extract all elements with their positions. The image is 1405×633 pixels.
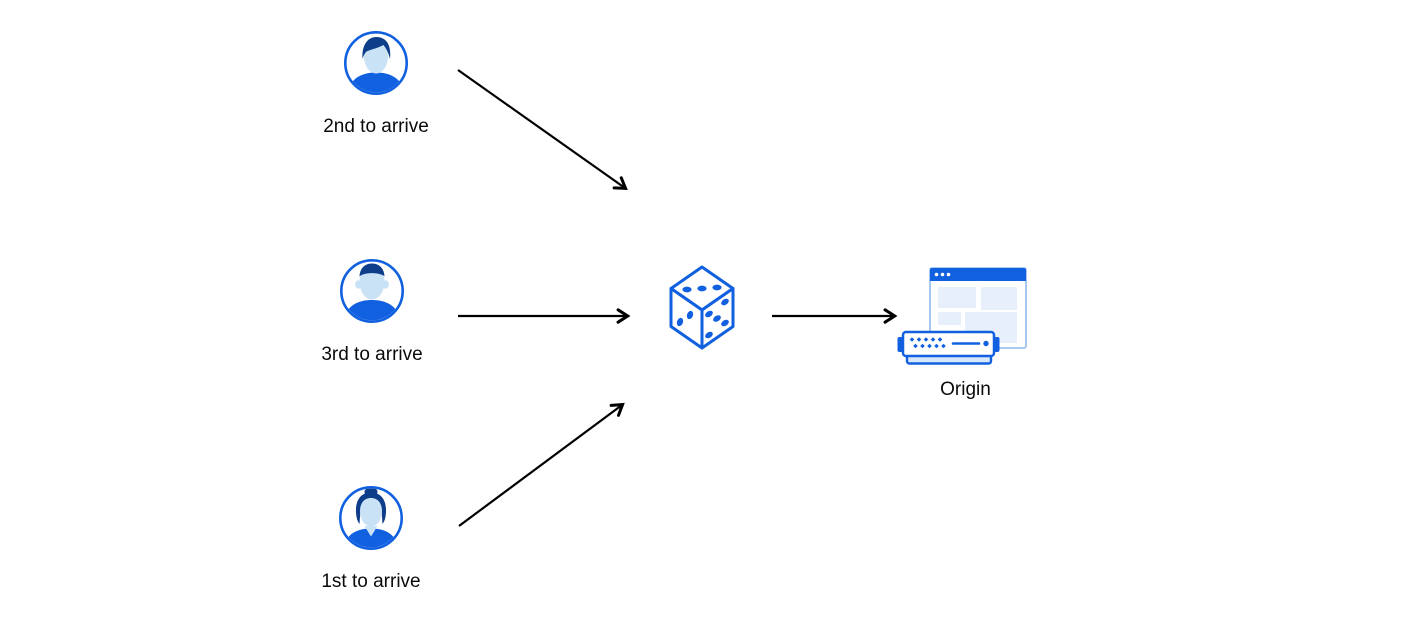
dice-icon bbox=[669, 265, 735, 350]
user-label-2nd: 2nd to arrive bbox=[323, 116, 429, 137]
user-node-2nd: 2nd to arrive bbox=[281, 30, 471, 139]
origin-label: Origin bbox=[940, 379, 991, 400]
user-label-3rd: 3rd to arrive bbox=[321, 344, 423, 365]
arrow-user-top-to-dice bbox=[457, 69, 628, 191]
user-node-1st: 1st to arrive bbox=[276, 485, 466, 594]
user-label-1st: 1st to arrive bbox=[321, 571, 421, 592]
female-user-avatar-icon bbox=[338, 485, 404, 551]
origin-node: Origin bbox=[896, 260, 1035, 402]
male-user-avatar-icon bbox=[339, 258, 405, 324]
origin-server-icon bbox=[897, 267, 1027, 365]
male-user-avatar-icon bbox=[343, 30, 409, 96]
arrow-user-bottom-to-dice bbox=[458, 402, 625, 527]
dice-node bbox=[666, 262, 738, 354]
user-node-3rd: 3rd to arrive bbox=[277, 258, 467, 367]
